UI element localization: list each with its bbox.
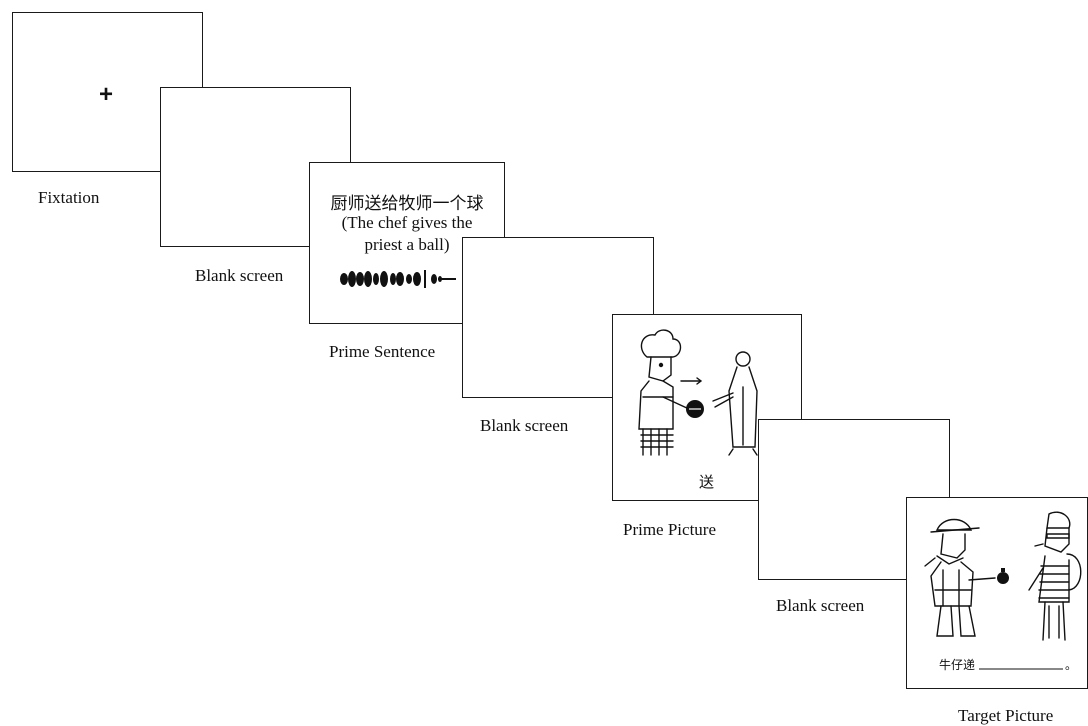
prime-sentence-caption: Prime Sentence	[329, 342, 436, 361]
prime-sentence-english-line-2: priest a ball)	[364, 235, 450, 254]
prime-sentence-chinese: 厨师送给牧师一个球	[330, 194, 484, 214]
target-picture-prompt-end: 。	[1065, 658, 1078, 672]
audio-waveform-icon	[340, 270, 456, 288]
blank-screen-caption-1: Blank screen	[195, 266, 284, 285]
target-picture-prompt: 牛仔递	[939, 658, 976, 672]
blank-screen-caption-3: Blank screen	[776, 596, 865, 615]
target-picture-frame: 牛仔递 。	[906, 497, 1088, 689]
blank-screen-caption-2: Blank screen	[480, 416, 569, 435]
answer-blank-line	[979, 668, 1063, 670]
target-picture-caption: Target Picture	[958, 706, 1054, 725]
prime-picture-caption: Prime Picture	[623, 520, 717, 539]
fixation-caption: Fixtation	[38, 188, 100, 207]
cowboy-robber-illustration	[924, 511, 1082, 641]
prime-sentence-english-line-1: (The chef gives the	[341, 213, 473, 232]
prime-picture-verb: 送	[699, 473, 715, 491]
chef-giving-ball-illustration	[638, 329, 758, 456]
fixation-cross: +	[99, 81, 114, 108]
